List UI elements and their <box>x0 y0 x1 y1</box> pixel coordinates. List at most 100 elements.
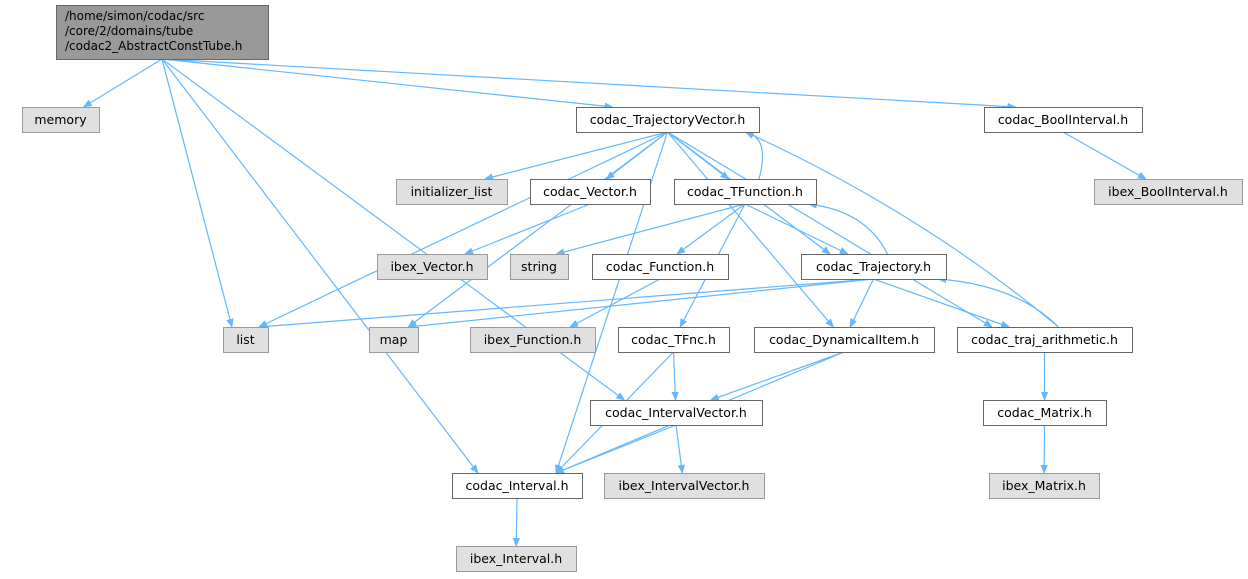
node-box <box>957 327 1133 353</box>
node-box <box>377 254 488 280</box>
node-label: codac_Matrix.h <box>997 405 1092 420</box>
node-function[interactable]: codac_Function.h <box>592 254 729 280</box>
node-label: ibex_BoolInterval.h <box>1108 184 1228 199</box>
edge-intvec-to-interval <box>556 424 677 474</box>
edge-trajarith-to-traj <box>938 279 1059 328</box>
edge-root-to-interval <box>161 58 478 473</box>
node-box <box>369 327 419 353</box>
edge-trajvec-to-interval <box>556 131 669 473</box>
edge-traj-to-dynitem <box>849 278 875 327</box>
node-label: codac_DynamicalItem.h <box>769 332 919 347</box>
node-intvec[interactable]: codac_IntervalVector.h <box>590 400 763 426</box>
node-box <box>989 473 1100 499</box>
node-ibex-vector: ibex_Vector.h <box>377 254 488 280</box>
node-label: initializer_list <box>411 184 493 199</box>
node-label: codac_Function.h <box>606 259 714 274</box>
node-boolint[interactable]: codac_BoolInterval.h <box>984 107 1143 133</box>
edge-trajvec-to-dynitem <box>667 131 834 327</box>
node-box <box>984 107 1143 133</box>
node-box <box>223 327 269 353</box>
edge-intvec-to-ibex-intvec <box>675 424 682 473</box>
node-box <box>604 473 765 499</box>
node-trajarith[interactable]: codac_traj_arithmetic.h <box>957 327 1133 353</box>
node-traj[interactable]: codac_Trajectory.h <box>801 254 947 280</box>
node-label: ibex_Interval.h <box>470 551 562 566</box>
node-label: string <box>521 259 557 274</box>
node-initlist: initializer_list <box>396 179 508 205</box>
node-label: memory <box>34 112 87 127</box>
node-tfnc[interactable]: codac_TFnc.h <box>618 327 730 353</box>
node-label: ibex_Vector.h <box>390 259 473 274</box>
node-label: ibex_Function.h <box>484 332 582 347</box>
node-box <box>56 5 269 60</box>
edge-tfunc-to-traj <box>744 203 848 255</box>
edge-dynitem-to-intvec <box>711 351 845 400</box>
node-box <box>452 473 583 499</box>
node-box <box>590 400 763 426</box>
node-box <box>754 327 935 353</box>
node-box <box>592 254 729 280</box>
node-box <box>1094 179 1243 205</box>
node-memory: memory <box>22 107 100 133</box>
node-list: list <box>223 327 269 353</box>
node-box <box>22 107 100 133</box>
node-label: codac_IntervalVector.h <box>605 405 747 420</box>
edge-trajvec-to-list <box>259 131 668 328</box>
node-label: ibex_IntervalVector.h <box>619 478 750 493</box>
node-label: codac_BoolInterval.h <box>998 112 1128 127</box>
node-label: codac_Vector.h <box>543 184 637 199</box>
node-label-line: /codac2_AbstractConstTube.h <box>65 39 242 53</box>
node-box <box>576 107 760 133</box>
node-ibex-interval: ibex_Interval.h <box>456 546 577 572</box>
edge-function-to-ibex-function <box>570 278 661 328</box>
node-box <box>983 400 1107 426</box>
edge-tfunc-to-string <box>556 203 746 254</box>
edge-root-to-list <box>161 58 232 327</box>
edge-vector-to-ibex-vector <box>465 203 591 255</box>
dependency-edges <box>84 58 1146 546</box>
node-interval[interactable]: codac_Interval.h <box>452 473 583 499</box>
node-label: list <box>236 332 254 347</box>
node-label: codac_Interval.h <box>465 478 568 493</box>
edge-traj-to-tfunc <box>809 204 889 255</box>
edge-trajvec-to-initlist <box>485 131 668 179</box>
node-ibex-intvec: ibex_IntervalVector.h <box>604 473 765 499</box>
node-ibex-function: ibex_Function.h <box>470 327 596 353</box>
node-label: map <box>380 332 408 347</box>
node-map: map <box>369 327 419 353</box>
edge-boolint-to-ibex-boolint <box>1062 131 1146 179</box>
node-label: codac_TFunction.h <box>687 184 803 199</box>
edge-root-to-boolint <box>161 58 1016 107</box>
node-box <box>456 546 577 572</box>
node-label-line: /core/2/domains/tube <box>65 24 193 38</box>
node-tfunc[interactable]: codac_TFunction.h <box>674 179 817 205</box>
edge-trajvec-to-map <box>408 131 668 327</box>
node-label: codac_Trajectory.h <box>816 259 931 274</box>
node-label: codac_traj_arithmetic.h <box>971 332 1118 347</box>
node-box <box>674 179 817 205</box>
node-ibex-matrix: ibex_Matrix.h <box>989 473 1100 499</box>
edge-root-to-trajvec <box>161 58 613 107</box>
node-matrix[interactable]: codac_Matrix.h <box>983 400 1107 426</box>
edge-interval-to-ibex-interval <box>516 497 517 546</box>
edge-root-to-memory <box>84 58 163 107</box>
node-label: codac_TFnc.h <box>631 332 716 347</box>
edge-trajarith-to-trajvec <box>746 131 1059 328</box>
edge-traj-to-map <box>408 278 874 327</box>
node-string: string <box>510 254 569 280</box>
edge-trajvec-to-trajarith <box>667 131 993 327</box>
node-label: codac_TrajectoryVector.h <box>590 112 746 127</box>
edge-tfnc-to-intvec <box>674 351 676 400</box>
node-box <box>510 254 569 280</box>
edge-tfunc-to-function <box>677 203 746 254</box>
node-trajvec[interactable]: codac_TrajectoryVector.h <box>576 107 760 133</box>
node-dynitem[interactable]: codac_DynamicalItem.h <box>754 327 935 353</box>
node-label: ibex_Matrix.h <box>1002 478 1086 493</box>
edge-traj-to-trajarith <box>873 278 1010 327</box>
node-box <box>470 327 596 353</box>
node-label-line: /home/simon/codac/src <box>65 9 204 23</box>
node-root: /home/simon/codac/src/core/2/domains/tub… <box>56 5 269 60</box>
node-vector[interactable]: codac_Vector.h <box>530 179 651 205</box>
edge-traj-to-list <box>259 278 874 327</box>
